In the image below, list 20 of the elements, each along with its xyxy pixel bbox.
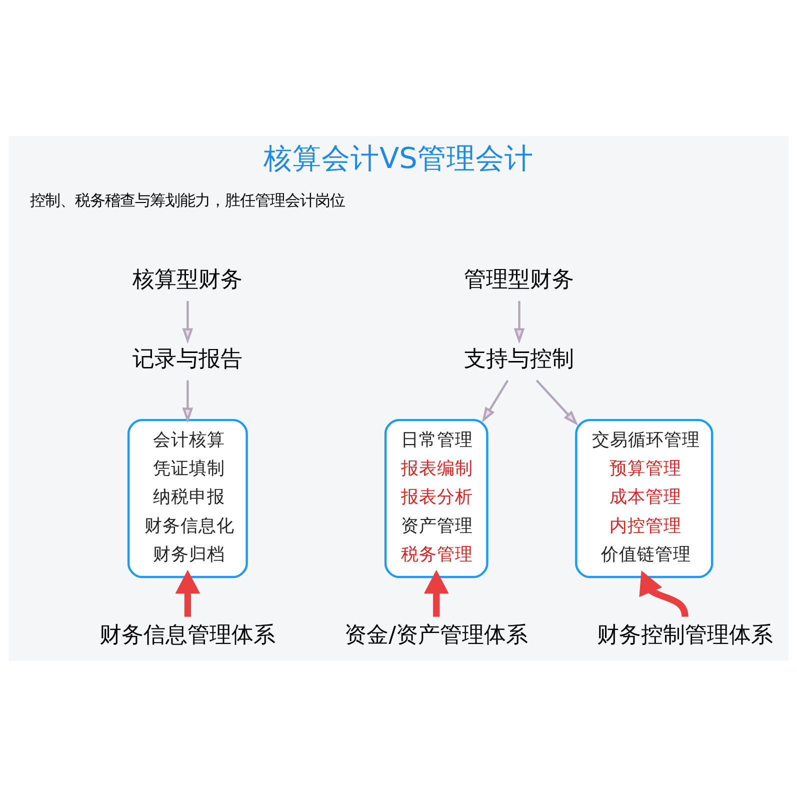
node-text: 财务信息管理体系	[100, 622, 276, 648]
node-text: 核算型财务	[132, 266, 243, 292]
diagram-title: 核算会计VS管理会计	[264, 140, 534, 175]
node-text: 资金/资产管理体系	[344, 622, 528, 648]
node-box: 会计核算 凭证填制 纳税申报 财务信息化 财务归档	[127, 418, 248, 578]
node-text: 财务控制管理体系	[597, 622, 774, 648]
arrow	[639, 570, 688, 618]
arrow	[182, 380, 194, 424]
arrow	[175, 570, 200, 617]
arrow	[514, 301, 525, 344]
node-text: 支持与控制	[464, 346, 574, 372]
arrow	[182, 301, 194, 344]
arrow	[482, 380, 509, 423]
node-box: 日常管理 报表编制 报表分析 资产管理 税务管理	[384, 418, 488, 578]
arrow	[536, 380, 578, 426]
node-text: 管理型财务	[464, 266, 574, 292]
label: 控制、税务稽查与筹划能力，胜任管理会计岗位	[30, 191, 346, 210]
node-box: 交易循环管理 预算管理 成本管理 内控管理 价值链管理	[575, 418, 714, 578]
arrow	[424, 570, 449, 617]
node-text: 记录与报告	[132, 346, 243, 372]
